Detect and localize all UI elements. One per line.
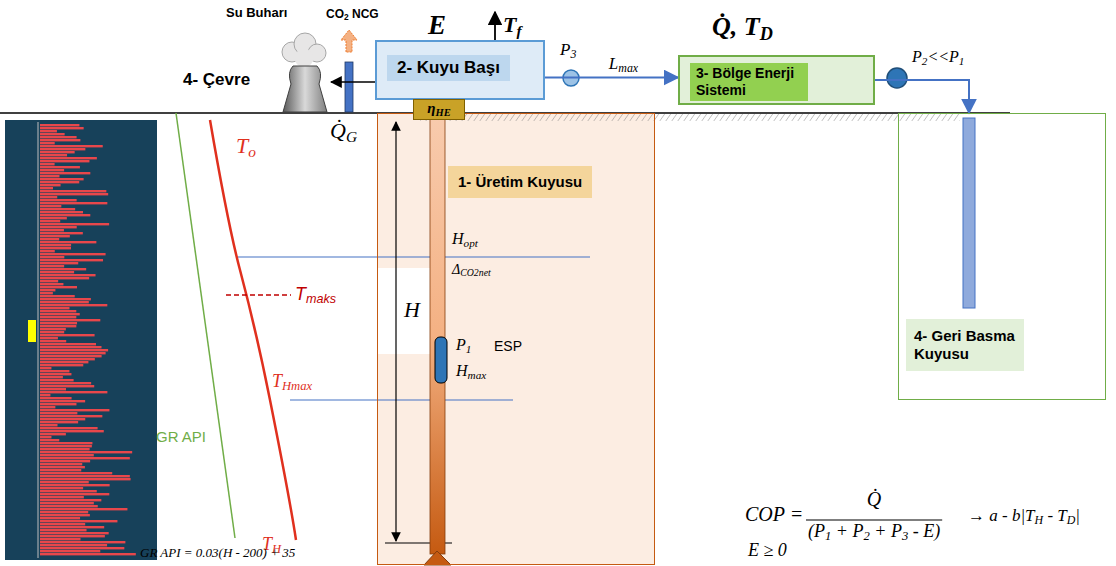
hmax-line — [290, 399, 513, 400]
tmax-dash — [226, 294, 291, 296]
pressure-relation: P2<<P1 — [912, 48, 964, 66]
well-base — [424, 551, 451, 565]
temperature-symbol: Tmaks — [295, 284, 336, 305]
pressure-symbol: P1 — [456, 336, 471, 354]
gas-flow-symbol: Q̇G — [330, 118, 357, 143]
temperature-symbol: THmax — [272, 371, 312, 392]
ground-hatch — [420, 114, 960, 121]
co2-symbol: ΔCO2net — [452, 262, 491, 278]
well-log-bars — [38, 122, 136, 558]
cop-formula: Q̇ — [867, 488, 881, 511]
injection-well-pipe — [963, 118, 975, 308]
pump-label: ESP — [494, 338, 522, 354]
flow-connector — [545, 77, 678, 79]
wellhead-box: 2- Kuyu Başı — [375, 40, 545, 100]
district-energy-label: 3- Bölge Enerji Sistemi — [690, 63, 808, 101]
cop-formula: → a - b|TH - TD| — [968, 506, 1080, 526]
injection-well-region: 4- Geri Basma Kuyusu — [898, 113, 1106, 400]
hopt-line — [238, 256, 590, 257]
p2-pump — [887, 68, 907, 88]
production-region-fill — [377, 113, 655, 565]
energy-symbol: E — [428, 10, 446, 41]
edge-label: Lmax — [609, 54, 638, 74]
discharge-arrow — [331, 81, 375, 83]
pressure-symbol: P3 — [560, 40, 576, 60]
heat-exchanger-box: ηHE — [413, 99, 465, 120]
fraction-bar — [806, 519, 942, 520]
injection-well-label: 4- Geri Basma Kuyusu — [906, 319, 1024, 371]
environment-label: 4- Çevre — [183, 70, 250, 90]
cop-formula: COP = — [745, 503, 803, 526]
depth-symbol: Hopt — [452, 230, 478, 248]
gas-pipe — [345, 62, 353, 112]
tf-arrow — [494, 12, 496, 40]
well-log-panel — [5, 120, 157, 560]
depth-symbol: Hmax — [456, 362, 486, 380]
depth-symbol: H — [404, 297, 420, 322]
h-dimension — [395, 122, 396, 541]
well-log-marker — [28, 320, 36, 342]
gas-label: CO2 NCG — [326, 8, 379, 22]
steam-cloud — [282, 33, 326, 67]
gr-api-label: GR API — [156, 428, 206, 445]
wellhead-label: 2- Kuyu Başı — [387, 55, 510, 81]
cop-formula: (P1 + P2 + P3 - E) — [808, 521, 940, 542]
co2-arrow — [341, 30, 357, 52]
production-well-label: 1- Üretim Kuyusu — [448, 166, 592, 198]
steam-label: Su Buharı — [226, 6, 287, 21]
temperature-curve — [210, 120, 296, 540]
heat-exchanger-efficiency: ηHE — [414, 100, 464, 117]
heat-flow-symbol: Q̇, TD — [712, 12, 773, 42]
gr-api-line — [176, 113, 235, 538]
cooling-tower — [283, 66, 327, 112]
gr-api-formula: GR API = 0.03(H - 200) + 35 — [140, 546, 295, 561]
temperature-symbol: Tf — [503, 12, 522, 37]
temperature-symbol: To — [236, 133, 256, 158]
flow-connector — [875, 80, 969, 113]
production-well-pipe — [430, 118, 445, 554]
district-energy-box: 3- Bölge Enerji Sistemi — [678, 55, 875, 105]
esp-pump — [435, 337, 447, 383]
cop-constraint: E ≥ 0 — [748, 540, 787, 561]
